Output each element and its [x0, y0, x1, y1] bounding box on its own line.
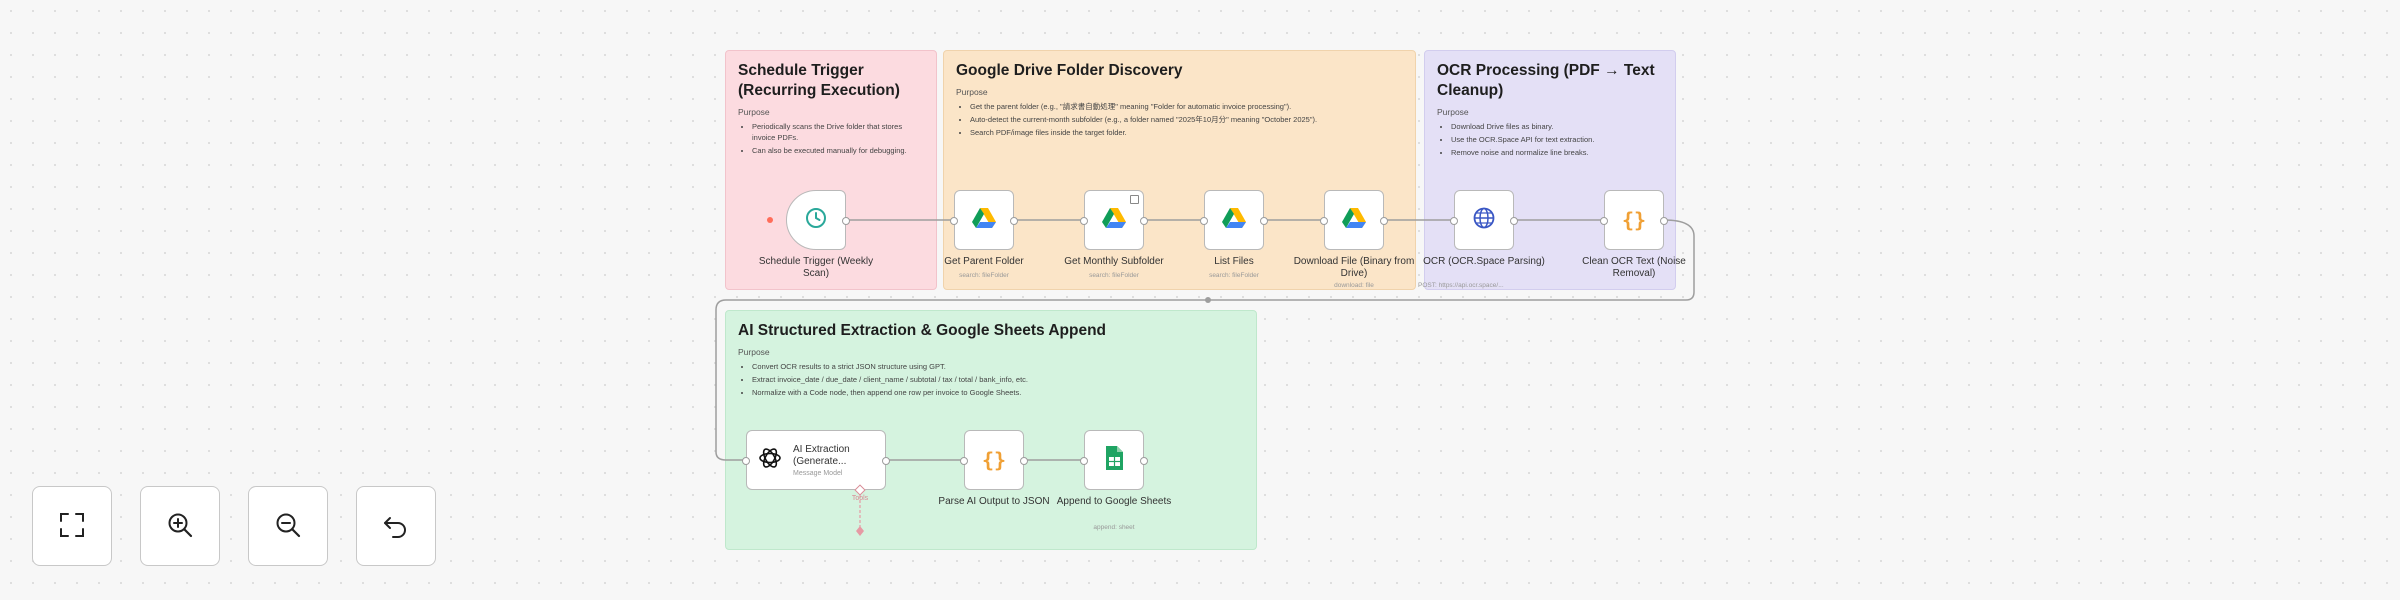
output-port[interactable]	[1140, 457, 1148, 465]
sticky-title: OCR Processing (PDF → Text Cleanup)	[1437, 62, 1655, 99]
node-label: Download File (Binary from Drive)	[1293, 256, 1415, 279]
sticky-bullet: Extract invoice_date / due_date / client…	[752, 374, 1244, 385]
sticky-purpose-label: Purpose	[956, 87, 988, 97]
sticky-bullet: Can also be executed manually for debugg…	[752, 145, 924, 156]
sticky-bullet: Remove noise and normalize line breaks.	[1451, 147, 1663, 158]
node-subtitle: POST: https://api.ocr.space/...	[1418, 282, 1504, 289]
node-label: Append to Google Sheets	[1056, 496, 1172, 507]
google-drive-icon	[1221, 206, 1247, 235]
sticky-bullet: Periodically scans the Drive folder that…	[752, 121, 924, 143]
node-label: OCR (OCR.Space Parsing)	[1423, 256, 1545, 267]
sticky-bullets: Get the parent folder (e.g., "請求書自動処理" m…	[956, 101, 1403, 138]
node-subtitle: search: fileFolder	[959, 272, 1009, 279]
input-port[interactable]	[1600, 217, 1608, 225]
node-label: Schedule Trigger (Weekly Scan)	[758, 256, 874, 279]
trigger-marker	[767, 217, 773, 223]
sticky-bullets: Download Drive files as binary. Use the …	[1437, 121, 1663, 158]
node-list-files[interactable]	[1200, 190, 1268, 250]
fit-view-button[interactable]	[32, 486, 112, 566]
node-label: Parse AI Output to JSON	[938, 496, 1050, 507]
node-get-monthly-subfolder[interactable]	[1080, 190, 1148, 250]
node-append-google-sheets[interactable]	[1080, 430, 1148, 490]
input-port[interactable]	[950, 217, 958, 225]
google-drive-icon	[1341, 206, 1367, 235]
zoom-in-button[interactable]	[140, 486, 220, 566]
zoom-out-button[interactable]	[248, 486, 328, 566]
sticky-bullets: Convert OCR results to a strict JSON str…	[738, 361, 1244, 398]
node-label: AI Extraction (Generate...	[793, 443, 850, 467]
sticky-title: AI Structured Extraction & Google Sheets…	[738, 322, 1107, 339]
sticky-purpose-label: Purpose	[738, 347, 770, 357]
undo-icon	[381, 510, 411, 543]
node-subtitle: search: fileFolder	[1209, 272, 1259, 279]
clock-icon	[804, 206, 828, 235]
input-port[interactable]	[1450, 217, 1458, 225]
node-badge-icon	[1130, 195, 1139, 204]
node-subtitle: Message Model	[793, 469, 843, 477]
node-label: Get Monthly Subfolder	[1064, 256, 1164, 267]
sticky-bullet: Get the parent folder (e.g., "請求書自動処理" m…	[970, 101, 1403, 112]
output-port[interactable]	[842, 217, 850, 225]
output-port[interactable]	[1380, 217, 1388, 225]
input-port[interactable]	[1080, 217, 1088, 225]
output-port[interactable]	[1010, 217, 1018, 225]
sticky-bullets: Periodically scans the Drive folder that…	[738, 121, 924, 156]
google-drive-icon	[971, 206, 997, 235]
wire-midpoint	[1205, 297, 1211, 303]
sticky-title: Google Drive Folder Discovery	[956, 62, 1183, 79]
node-download-file[interactable]	[1320, 190, 1388, 250]
tool-connector-diamond	[856, 526, 864, 536]
node-subtitle: search: fileFolder	[1089, 272, 1139, 279]
zoom-out-icon	[273, 510, 303, 543]
output-port[interactable]	[1510, 217, 1518, 225]
output-port[interactable]	[882, 457, 890, 465]
node-get-parent-folder[interactable]	[950, 190, 1018, 250]
node-label: Get Parent Folder	[944, 256, 1024, 267]
input-port[interactable]	[1080, 457, 1088, 465]
node-subtitle: append: sheet	[1093, 524, 1135, 531]
output-port[interactable]	[1260, 217, 1268, 225]
sticky-title: Schedule Trigger (Recurring Execution)	[738, 62, 900, 99]
output-port[interactable]	[1660, 217, 1668, 225]
node-schedule-trigger[interactable]	[786, 190, 850, 250]
google-sheets-icon	[1104, 445, 1124, 476]
sticky-note-ocr[interactable]: OCR Processing (PDF → Text Cleanup) Purp…	[1424, 50, 1676, 290]
node-subtitle: download: file	[1334, 282, 1374, 289]
sticky-bullet: Auto-detect the current-month subfolder …	[970, 114, 1403, 125]
node-parse-ai-output[interactable]: {}	[960, 430, 1028, 490]
code-braces-icon: {}	[1621, 208, 1647, 232]
node-ocr-space[interactable]	[1450, 190, 1518, 250]
node-ai-extraction[interactable]: AI Extraction (Generate... Message Model	[742, 430, 890, 496]
input-port[interactable]	[742, 457, 750, 465]
tools-label: Tools	[852, 495, 869, 502]
input-port[interactable]	[960, 457, 968, 465]
sticky-purpose-label: Purpose	[1437, 107, 1469, 117]
sticky-bullet: Use the OCR.Space API for text extractio…	[1451, 134, 1663, 145]
output-port[interactable]	[1140, 217, 1148, 225]
sticky-bullet: Convert OCR results to a strict JSON str…	[752, 361, 1244, 372]
sticky-purpose-label: Purpose	[738, 107, 770, 117]
input-port[interactable]	[1320, 217, 1328, 225]
code-braces-icon: {}	[981, 448, 1007, 472]
output-port[interactable]	[1020, 457, 1028, 465]
openai-icon	[757, 445, 783, 476]
input-port[interactable]	[1200, 217, 1208, 225]
sticky-note-schedule[interactable]: Schedule Trigger (Recurring Execution) P…	[725, 50, 937, 290]
node-clean-ocr-text[interactable]: {}	[1600, 190, 1668, 250]
globe-icon	[1472, 206, 1496, 235]
zoom-in-icon	[165, 510, 195, 543]
reset-zoom-button[interactable]	[356, 486, 436, 566]
node-label: Clean OCR Text (Noise Removal)	[1582, 256, 1686, 279]
sticky-bullet: Download Drive files as binary.	[1451, 121, 1663, 132]
node-label: List Files	[1214, 256, 1254, 267]
sticky-bullet: Normalize with a Code node, then append …	[752, 387, 1244, 398]
google-drive-icon	[1101, 206, 1127, 235]
connection-line	[715, 219, 1695, 461]
sticky-note-drive[interactable]: Google Drive Folder Discovery Purpose Ge…	[943, 50, 1416, 290]
node-text: AI Extraction (Generate... Message Model	[793, 444, 885, 477]
fit-view-icon	[57, 510, 87, 543]
sticky-bullet: Search PDF/image files inside the target…	[970, 127, 1403, 138]
